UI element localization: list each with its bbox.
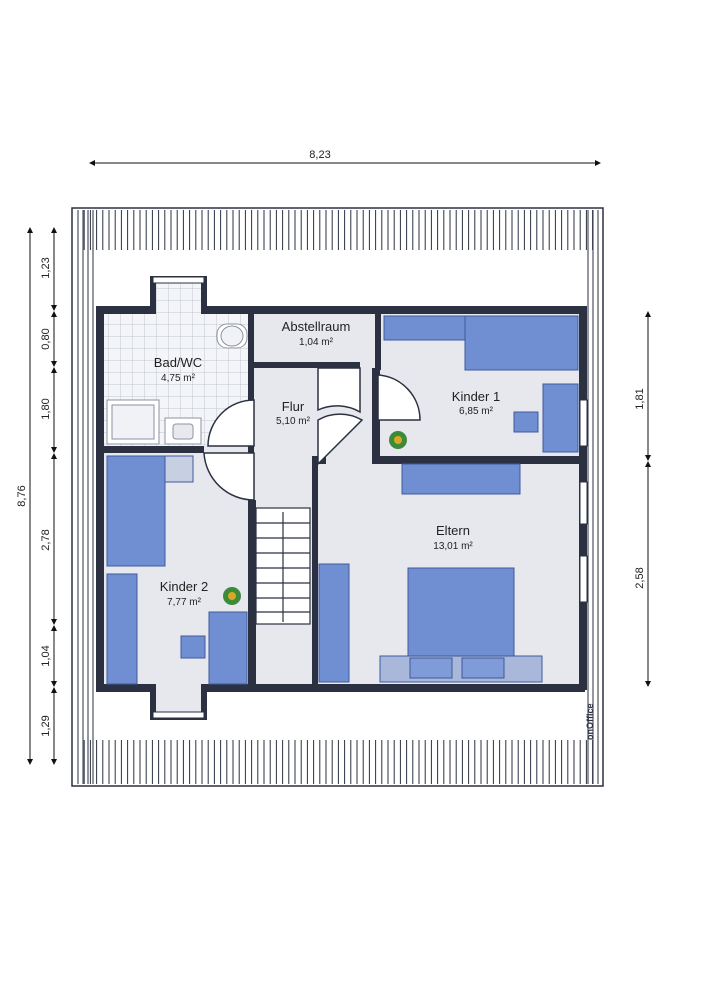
- room-area-flur: 5,10 m²: [276, 416, 311, 427]
- room-area-kinder1: 6,85 m²: [459, 406, 494, 417]
- dimension-left-2: 0,80: [40, 328, 52, 349]
- room-name-bad: Bad/WC: [154, 355, 202, 370]
- room-name-abstellraum: Abstellraum: [282, 319, 351, 334]
- dimension-left-5: 1,04: [40, 645, 52, 666]
- room-name-eltern: Eltern: [436, 523, 470, 538]
- room-name-flur: Flur: [282, 399, 305, 414]
- room-name-kinder1: Kinder 1: [452, 389, 500, 404]
- dimension-right-1: 1,81: [634, 388, 646, 409]
- furniture: [106, 315, 579, 685]
- room-area-kinder2: 7,77 m²: [167, 597, 202, 608]
- doors: [203, 367, 421, 501]
- room-area-bad: 4,75 m²: [161, 373, 196, 384]
- dimension-left-3: 1,80: [40, 398, 52, 419]
- dimension-left-total-label: 8,76: [16, 485, 28, 506]
- logo-text: onOffice: [585, 703, 595, 740]
- dimension-right-2: 2,58: [634, 567, 646, 588]
- dimension-left-6: 1,29: [40, 715, 52, 736]
- plant-icon: [389, 431, 407, 449]
- dimension-top-label: 8,23: [309, 149, 330, 161]
- stairs: [255, 507, 311, 625]
- room-area-eltern: 13,01 m²: [433, 541, 473, 552]
- room-name-kinder2: Kinder 2: [160, 579, 208, 594]
- room-area-abstellraum: 1,04 m²: [299, 337, 334, 348]
- windows: [152, 276, 588, 719]
- dimension-left-1: 1,23: [40, 257, 52, 278]
- dimension-left-4: 2,78: [40, 529, 52, 550]
- roof-stripes: [77, 210, 599, 784]
- plant-icon: [223, 587, 241, 605]
- bathroom-fixtures: [106, 323, 248, 445]
